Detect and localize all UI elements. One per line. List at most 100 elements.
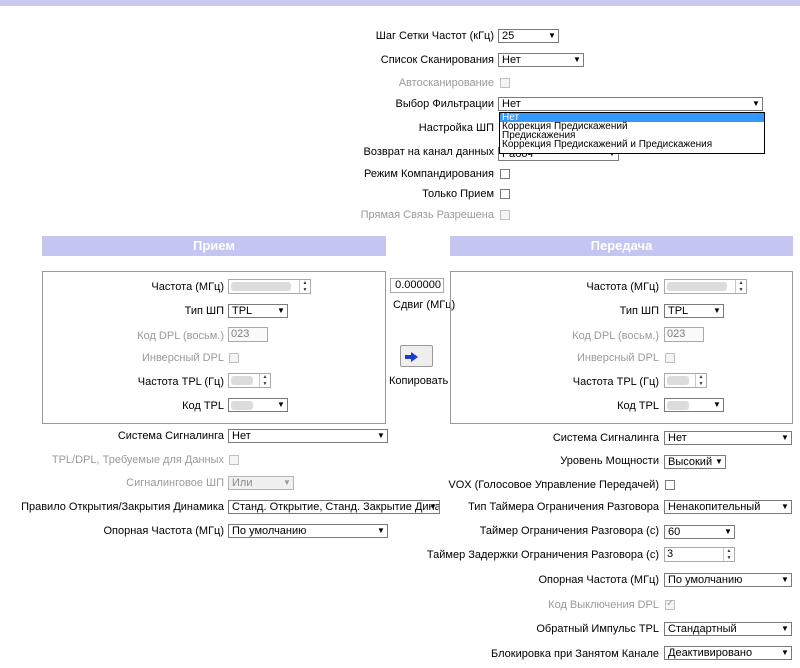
tx-panel [450,271,793,424]
filter-option[interactable]: Нет [500,113,764,123]
companding-checkbox[interactable] [500,169,510,179]
rx-sig-sp-label: Сигналинговое ШП [126,477,224,489]
chevron-down-icon: ▼ [781,624,789,633]
rx-speaker-rule-select[interactable]: Станд. Открытие, Станд. Закрытие Динамик… [228,500,440,514]
rx-ref-freq-value: По умолчанию [232,525,307,537]
filter-value: Нет [502,98,521,110]
chevron-down-icon: ▼ [277,400,285,409]
rx-tpl-dpl-checkbox[interactable] [229,455,239,465]
tx-vox-checkbox[interactable] [665,480,675,490]
rx-sp-type-select[interactable]: TPL▼ [228,304,288,318]
tx-freq-input[interactable]: ▲▼ [664,279,747,294]
tx-sp-type-select[interactable]: TPL ▼ [664,304,724,318]
tx-tpl-reverse-label: Обратный Импульс TPL [536,623,659,635]
shift-input[interactable]: 0.000000 [390,278,444,293]
arrow-right-icon [411,352,418,362]
rx-tpl-freq-input[interactable]: ▲▼ [228,373,271,388]
tx-tpl-freq-label: Частота TPL (Гц) [572,376,659,388]
direct-link-checkbox[interactable] [500,210,510,220]
autoscan-label: Автосканирование [398,77,494,89]
tx-sp-type-label: Тип ШП [619,305,659,317]
tx-tot-type-value: Ненакопительный [668,501,761,513]
tx-dpl-off-checkbox[interactable] [665,598,675,610]
rx-header: Прием [42,236,386,256]
chevron-down-icon: ▼ [752,99,760,108]
spinner-icon[interactable]: ▲▼ [723,548,734,561]
redacted-value [667,401,689,410]
filter-select[interactable]: Нет ▼ [498,97,763,111]
tx-tot-delay-label: Таймер Задержки Ограничения Разговора (с… [426,549,659,561]
rx-ref-freq-select[interactable]: По умолчанию ▼ [228,524,388,538]
direct-link-label: Прямая Связь Разрешена [360,209,494,221]
scan-list-select[interactable]: Нет▼ [498,53,584,67]
spinner-icon[interactable]: ▲▼ [259,374,270,387]
rx-signaling-select[interactable]: Нет▼ [228,429,388,443]
rx-signaling-value: Нет [232,430,251,442]
tx-dpl-inv-label: Инверсный DPL [576,352,659,364]
spinner-icon[interactable]: ▲▼ [299,280,310,293]
tx-power-value: Высокий [668,456,713,468]
tx-tpl-code-select[interactable]: ▼ [664,398,724,412]
chevron-down-icon: ▼ [781,648,789,657]
filter-option[interactable]: Коррекция Предискажений [502,121,628,132]
tx-busy-lock-select[interactable]: Деактивировано▼ [664,646,792,660]
filter-option[interactable]: Коррекция Предискажений и Предискажения [502,139,713,150]
rx-speaker-rule-label: Правило Открытия/Закрытия Динамика [21,501,224,513]
tx-dpl-inv-checkbox[interactable] [665,353,675,363]
rx-dpl-inv-checkbox[interactable] [229,353,239,363]
tx-tpl-reverse-select[interactable]: Стандартный▼ [664,622,792,636]
rx-sp-type-label: Тип ШП [184,305,224,317]
tx-tot-type-select[interactable]: Ненакопительный▼ [664,500,792,514]
redacted-value [231,376,253,385]
tx-signaling-select[interactable]: Нет▼ [664,431,792,445]
rx-speaker-rule-value: Станд. Открытие, Станд. Закрытие Динамик… [232,501,440,513]
chevron-down-icon: ▼ [781,575,789,584]
rx-sig-sp-select[interactable]: Или ▼ [228,476,294,490]
rx-panel [42,271,386,424]
tx-signaling-label: Система Сигналинга [552,432,659,444]
tx-sp-type-value: TPL [668,305,689,317]
redacted-value [667,376,689,385]
filter-option[interactable]: Предискажения [502,130,576,141]
rx-signaling-label: Система Сигналинга [117,430,224,442]
chevron-down-icon: ▼ [548,31,556,40]
filter-label: Выбор Фильтрации [395,98,495,110]
tx-busy-lock-label: Блокировка при Занятом Канале [491,648,659,660]
tx-tpl-freq-input[interactable]: ▲▼ [664,373,707,388]
tx-ref-freq-select[interactable]: По умолчанию▼ [664,573,792,587]
spinner-icon[interactable]: ▲▼ [735,280,746,293]
tx-power-label: Уровень Мощности [560,455,659,467]
tx-tpl-code-label: Код TPL [617,400,659,412]
rx-sig-sp-value: Или [232,477,253,489]
rx-only-checkbox[interactable] [500,189,510,199]
autoscan-checkbox[interactable] [500,78,510,88]
chevron-down-icon: ▼ [573,55,581,64]
copy-button[interactable] [400,345,433,367]
chevron-down-icon: ▼ [429,502,437,511]
spinner-icon[interactable]: ▲▼ [695,374,706,387]
chevron-down-icon: ▼ [724,527,732,536]
freq-step-label: Шаг Сетки Частот (кГц) [375,30,494,42]
window-top-bar [0,0,800,6]
redacted-value [231,401,253,410]
chevron-down-icon: ▼ [713,306,721,315]
rx-freq-input[interactable]: ▲▼ [228,279,311,294]
tx-dpl-code-label: Код DPL (восьм.) [572,330,659,342]
rx-dpl-code-input[interactable]: 023 [228,327,268,342]
tx-power-select[interactable]: Высокий▼ [664,455,726,469]
chevron-down-icon: ▼ [377,526,385,535]
tx-dpl-code-input[interactable]: 023 [664,327,704,342]
rx-tpl-code-label: Код TPL [182,400,224,412]
chevron-down-icon: ▼ [283,478,291,487]
rx-dpl-inv-label: Инверсный DPL [141,352,224,364]
scan-list-label: Список Сканирования [380,54,494,66]
tx-tot-select[interactable]: 60▼ [664,525,735,539]
tx-tot-delay-input[interactable]: 3▲▼ [664,547,735,562]
redacted-value [231,282,291,291]
freq-step-value: 25 [502,30,515,42]
rx-sp-type-value: TPL [232,305,253,317]
rx-tpl-code-select[interactable]: ▼ [228,398,288,412]
freq-step-select[interactable]: 25 ▼ [498,29,559,43]
tx-vox-label: VOX (Голосовое Управление Передачей) [448,479,659,491]
return-channel-label: Возврат на канал данных [363,146,495,158]
